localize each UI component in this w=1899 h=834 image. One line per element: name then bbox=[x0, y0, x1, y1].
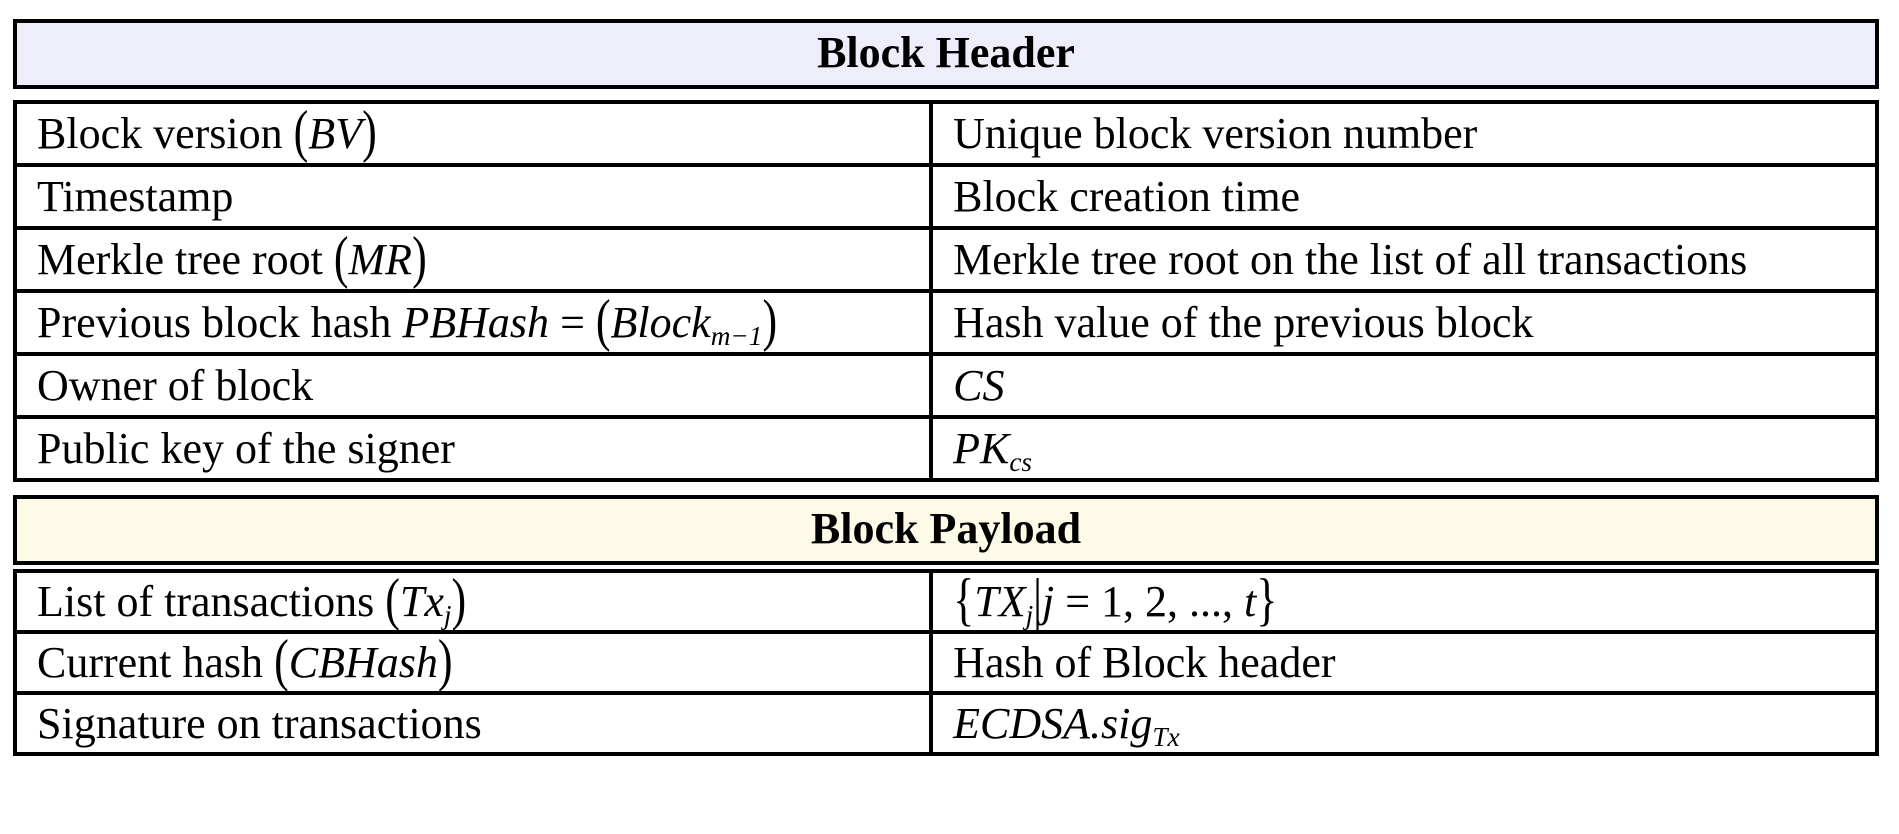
text-segment: Hash of Block header bbox=[953, 638, 1336, 687]
delimiter-segment: ) bbox=[362, 102, 377, 164]
field-cell: Current hash (CBHash) bbox=[12, 630, 934, 695]
description-cell: Hash value of the previous block bbox=[929, 289, 1879, 356]
description-cell: Merkle tree root on the list of all tran… bbox=[929, 226, 1879, 293]
description-cell: {TXj|j = 1, 2, ..., t} bbox=[929, 569, 1879, 634]
text-segment: Previous block hash bbox=[37, 298, 403, 347]
table-row: Previous block hash PBHash = (Blockm−1) H… bbox=[12, 289, 1879, 356]
math-var-segment: MR bbox=[348, 235, 413, 284]
table-row: Signature on transactions ECDSA.sigTx bbox=[12, 691, 1879, 756]
block-payload-table: List of transactions (Txj){TXj|j = 1, 2,… bbox=[12, 569, 1879, 756]
table-row: Current hash (CBHash) Hash of Block heade… bbox=[12, 630, 1879, 695]
subscript-segment: Tx bbox=[1152, 721, 1180, 752]
field-cell: Public key of the signer bbox=[12, 415, 934, 482]
subscript-segment: j bbox=[1025, 599, 1034, 630]
delimiter-segment: ) bbox=[762, 291, 778, 353]
math-var-segment: t bbox=[1244, 577, 1257, 626]
text-segment: Merkle tree root on the list of all tran… bbox=[953, 235, 1748, 284]
text-segment: = bbox=[549, 298, 596, 347]
delimiter-segment: | bbox=[1033, 571, 1042, 632]
block-header-table-body: Block version (BV)Unique block version n… bbox=[12, 100, 1879, 482]
field-cell: Signature on transactions bbox=[12, 691, 934, 756]
math-var-segment: PK bbox=[953, 424, 1010, 473]
math-var-segment: TX bbox=[974, 577, 1026, 626]
table-row: Owner of block CS bbox=[12, 352, 1879, 419]
block-header-table: Block version (BV)Unique block version n… bbox=[12, 100, 1879, 482]
text-segment: = 1, 2, ..., bbox=[1054, 577, 1245, 626]
description-cell: CS bbox=[929, 352, 1879, 419]
subscript-segment: m−1 bbox=[710, 320, 763, 351]
math-var-segment: ECDSA.sig bbox=[953, 699, 1153, 748]
text-segment: Signature on transactions bbox=[37, 699, 482, 748]
description-cell: Unique block version number bbox=[929, 100, 1879, 167]
delimiter-segment: ( bbox=[385, 571, 400, 632]
field-cell: Timestamp bbox=[12, 163, 934, 230]
block-payload-table-body: List of transactions (Txj){TXj|j = 1, 2,… bbox=[12, 569, 1879, 756]
description-cell: ECDSA.sigTx bbox=[929, 691, 1879, 756]
table-row: Block version (BV) Unique block version n… bbox=[12, 100, 1879, 167]
description-cell: PKcs bbox=[929, 415, 1879, 482]
text-segment: Current hash bbox=[37, 638, 275, 687]
delimiter-segment: ( bbox=[274, 632, 289, 693]
math-var-segment: j bbox=[1041, 577, 1055, 626]
text-segment: List of transactions bbox=[37, 577, 386, 626]
text-segment: Public key of the signer bbox=[37, 424, 455, 473]
table-row: Merkle tree root (MR) Merkle tree root on… bbox=[12, 226, 1879, 293]
field-cell: List of transactions (Txj) bbox=[12, 569, 934, 634]
text-segment: Timestamp bbox=[37, 172, 234, 221]
delimiter-segment: ) bbox=[451, 571, 467, 632]
field-cell: Merkle tree root (MR) bbox=[12, 226, 934, 293]
delimiter-segment: ( bbox=[293, 102, 309, 164]
delimiter-segment: } bbox=[1256, 571, 1278, 632]
subscript-segment: j bbox=[443, 599, 452, 630]
subscript-segment: cs bbox=[1009, 446, 1033, 477]
text-segment: Owner of block bbox=[37, 361, 314, 410]
block-payload-section-title: Block Payload bbox=[13, 495, 1879, 565]
paper-table-figure: Block Header Block version (BV)Unique bl… bbox=[0, 19, 1899, 834]
description-cell: Hash of Block header bbox=[929, 630, 1879, 695]
delimiter-segment: ) bbox=[412, 228, 427, 290]
math-var-segment: BV bbox=[308, 109, 363, 158]
text-segment: Block version bbox=[37, 109, 294, 158]
text-segment: Block creation time bbox=[953, 172, 1301, 221]
math-var-segment: PBHash bbox=[402, 298, 550, 347]
math-var-segment: Tx bbox=[399, 577, 444, 626]
field-cell: Previous block hash PBHash = (Blockm−1) bbox=[12, 289, 934, 356]
text-segment: Unique block version number bbox=[953, 109, 1478, 158]
delimiter-segment: ) bbox=[437, 632, 453, 693]
math-var-segment: CBHash bbox=[288, 638, 438, 687]
math-var-segment: CS bbox=[953, 361, 1005, 410]
description-cell: Block creation time bbox=[929, 163, 1879, 230]
text-segment: Merkle tree root bbox=[37, 235, 334, 284]
field-cell: Owner of block bbox=[12, 352, 934, 419]
text-segment: Hash value of the previous block bbox=[953, 298, 1534, 347]
delimiter-segment: ( bbox=[595, 291, 611, 353]
math-var-segment: Block bbox=[610, 298, 711, 347]
delimiter-segment: ( bbox=[333, 228, 349, 290]
delimiter-segment: { bbox=[953, 571, 975, 632]
table-row: Timestamp Block creation time bbox=[12, 163, 1879, 230]
field-cell: Block version (BV) bbox=[12, 100, 934, 167]
block-header-section-title: Block Header bbox=[13, 19, 1879, 89]
table-row: Public key of the signer PKcs bbox=[12, 415, 1879, 482]
table-row: List of transactions (Txj){TXj|j = 1, 2,… bbox=[12, 569, 1879, 634]
